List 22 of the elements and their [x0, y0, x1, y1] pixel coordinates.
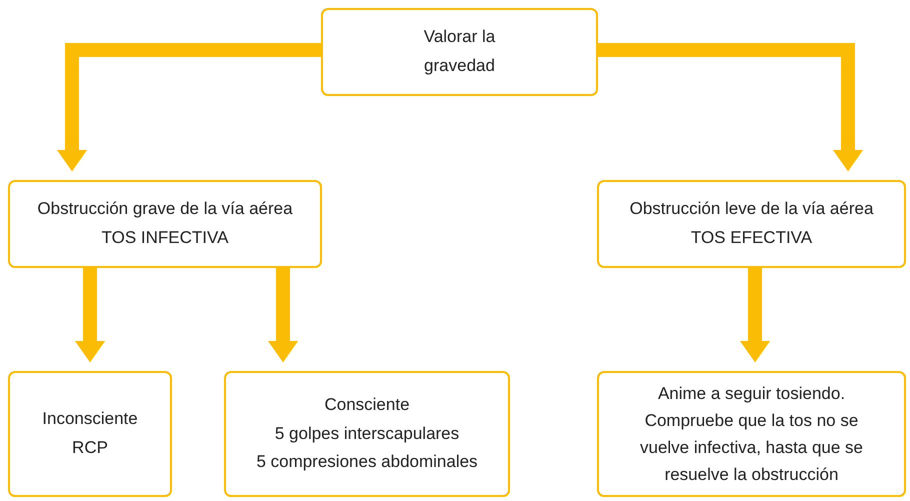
box-text: 5 golpes interscapulares	[274, 422, 460, 445]
box-text: TOS EFECTIVA	[690, 227, 812, 249]
box-text: 5 compresiones abdominales	[256, 451, 478, 474]
arrow	[268, 268, 298, 362]
arrow	[598, 43, 863, 172]
process-box	[321, 8, 598, 96]
arrow	[57, 43, 321, 172]
arrow	[75, 268, 105, 362]
box-text: Obstrucción leve de la vía aérea	[630, 198, 874, 220]
process-box	[597, 371, 906, 497]
box-text: RCP	[72, 437, 108, 459]
box-text: Consciente	[324, 394, 410, 416]
box-text: Obstrucción grave de la vía aérea	[37, 198, 293, 220]
box-text: Valorar la gravedad	[422, 26, 496, 77]
arrow	[740, 268, 770, 362]
process-box	[8, 180, 322, 268]
box-text: TOS INFECTIVA	[102, 227, 228, 249]
process-box	[8, 371, 172, 497]
box-text: Anime a seguir tosiendo. Compruebe que la tos no se vuelve infectiva, hasta que se resuelve la obstrucción	[638, 382, 864, 486]
process-box	[224, 371, 510, 497]
box-text: Inconsciente	[42, 408, 138, 430]
process-box	[597, 180, 906, 268]
